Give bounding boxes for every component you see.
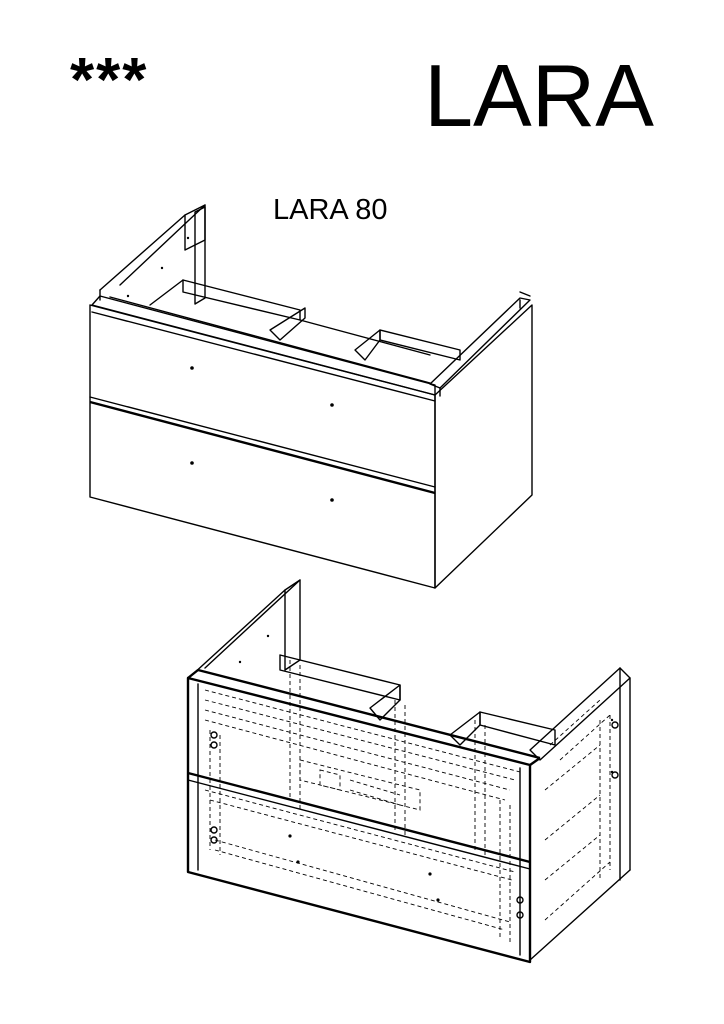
brand-title: LARA	[424, 46, 654, 145]
rating-stars: ***	[70, 46, 149, 115]
model-label: LARA 80	[273, 194, 388, 226]
